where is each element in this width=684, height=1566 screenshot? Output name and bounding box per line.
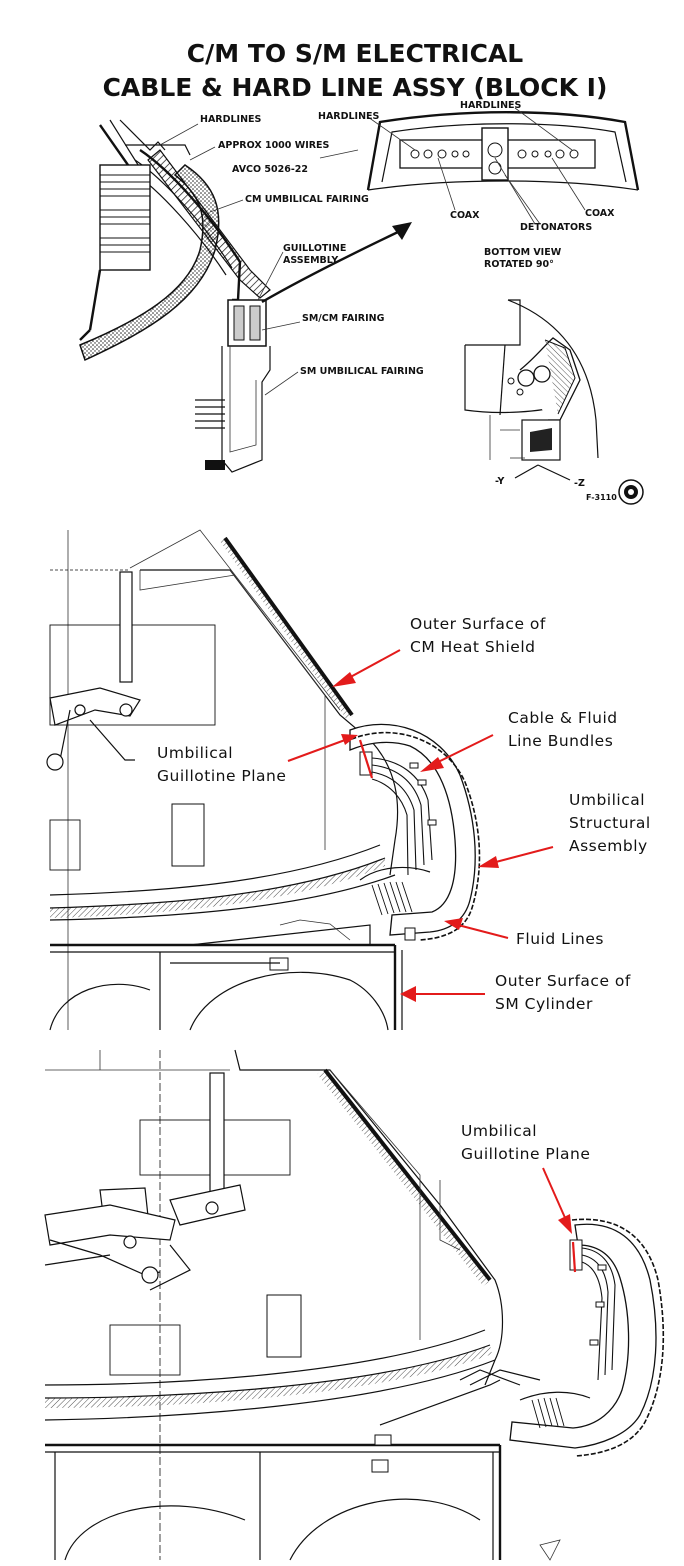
label-guillotine-2: Guillotine Plane bbox=[157, 767, 286, 785]
label-sm-cm-fairing: SM/CM FAIRING bbox=[302, 313, 385, 324]
label-coax-right: COAX bbox=[585, 208, 615, 219]
separated-umbilical-assembly bbox=[459, 1218, 665, 1457]
separated-view-panel: Umbilical Guillotine Plane bbox=[0, 1040, 684, 1566]
label-guillotine-1: GUILLOTINE bbox=[283, 243, 346, 254]
label-heat-shield-1: Outer Surface of bbox=[410, 615, 546, 633]
label-figure-code: F-3110 bbox=[586, 493, 617, 502]
label-hardlines-right: HARDLINES bbox=[460, 100, 522, 111]
label-avco: AVCO 5026-22 bbox=[232, 164, 308, 175]
label-sm-umbilical-fairing: SM UMBILICAL FAIRING bbox=[300, 366, 424, 377]
couch-strut-separated bbox=[44, 1072, 246, 1291]
label-structural-1: Umbilical bbox=[569, 791, 645, 809]
label-cable-bundles-1: Cable & Fluid bbox=[508, 709, 618, 727]
label-fluid-lines: Fluid Lines bbox=[516, 930, 604, 948]
label-guillotine-separated-1: Umbilical bbox=[461, 1122, 537, 1140]
couch-strut bbox=[46, 571, 141, 771]
bottom-view-drawing bbox=[366, 111, 640, 191]
label-bottom-view-2: ROTATED 90° bbox=[484, 259, 554, 270]
label-cm-umbilical-fairing: CM UMBILICAL FAIRING bbox=[245, 194, 369, 205]
annotation-arrows bbox=[287, 649, 554, 1002]
perspective-view-drawing: -Y -Z F-3110 bbox=[464, 299, 644, 505]
label-hardlines-mid: HARDLINES bbox=[318, 111, 380, 122]
label-axis-z: -Z bbox=[574, 478, 585, 489]
fluid-lines-bellows bbox=[371, 881, 413, 916]
label-bottom-view-1: BOTTOM VIEW bbox=[484, 247, 562, 258]
title-line-2: CABLE & HARD LINE ASSY (BLOCK I) bbox=[103, 73, 608, 102]
label-detonators: DETONATORS bbox=[520, 222, 592, 233]
label-guillotine-1: Umbilical bbox=[157, 744, 233, 762]
sm-connector bbox=[205, 460, 225, 470]
label-coax-left: COAX bbox=[450, 210, 480, 221]
cm-heat-shield-section bbox=[79, 164, 220, 362]
separated-view-drawing: Umbilical Guillotine Plane bbox=[44, 1049, 665, 1561]
view-arrow bbox=[261, 230, 399, 304]
label-cable-bundles-2: Line Bundles bbox=[508, 732, 613, 750]
label-sm-cylinder-2: SM Cylinder bbox=[495, 995, 593, 1013]
block1-schematic-drawing: C/M TO S/M ELECTRICAL CABLE & HARD LINE … bbox=[79, 39, 644, 505]
label-sm-cylinder-1: Outer Surface of bbox=[495, 972, 631, 990]
annotated-cutaway-panel: Outer Surface of CM Heat Shield Cable & … bbox=[0, 520, 684, 1040]
label-heat-shield-2: CM Heat Shield bbox=[410, 638, 535, 656]
guillotine-plane-marker-separated bbox=[571, 1241, 577, 1273]
annotated-cutaway-drawing: Outer Surface of CM Heat Shield Cable & … bbox=[46, 529, 651, 1031]
annotation-arrow-separated bbox=[542, 1167, 572, 1234]
cable-fluid-line-bundles bbox=[371, 757, 433, 876]
cable-bundle bbox=[139, 149, 242, 302]
guillotine-plane-marker bbox=[358, 739, 374, 779]
label-guillotine-separated-2: Guillotine Plane bbox=[461, 1145, 590, 1163]
label-axis-y: -Y bbox=[495, 476, 505, 487]
label-structural-3: Assembly bbox=[569, 837, 648, 855]
label-approx-wires: APPROX 1000 WIRES bbox=[218, 140, 330, 151]
label-guillotine-2: ASSEMBLY bbox=[283, 255, 338, 266]
label-structural-2: Structural bbox=[569, 814, 651, 832]
label-hardlines-left: HARDLINES bbox=[200, 114, 262, 125]
sm-tank bbox=[189, 971, 389, 1031]
nasa-logo-icon bbox=[618, 479, 644, 505]
sm-tank-separated bbox=[289, 1498, 481, 1561]
title-line-1: C/M TO S/M ELECTRICAL bbox=[187, 39, 524, 68]
sm-umbilical-fairing bbox=[221, 346, 271, 473]
cm-heat-shield-outline-separated bbox=[234, 1049, 504, 1386]
block1-schematic-panel: C/M TO S/M ELECTRICAL CABLE & HARD LINE … bbox=[0, 0, 684, 520]
